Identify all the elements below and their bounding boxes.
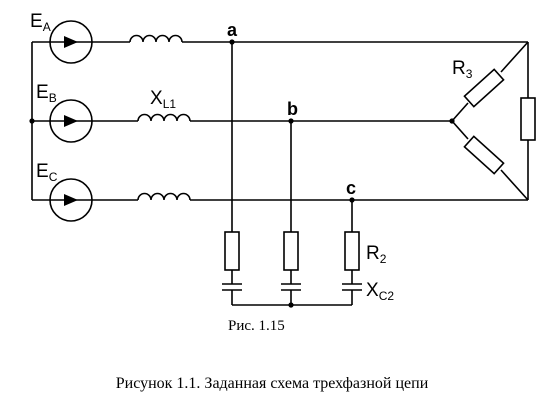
arrow-icon (64, 194, 78, 206)
star-center-dot (449, 118, 455, 124)
source-b-label: EB (36, 82, 57, 105)
arrow-icon (64, 36, 78, 48)
source-c-label: EC (36, 161, 58, 184)
inductor-b (137, 113, 191, 122)
right-load (449, 41, 536, 201)
resistor-upper-diagonal (463, 68, 505, 108)
resistor-right (520, 97, 536, 141)
arrow-icon (64, 115, 78, 127)
source-b (49, 99, 93, 143)
inductor-label: XL1 (150, 88, 176, 111)
source-a-label: EA (30, 11, 51, 34)
figure-number: Рис. 1.15 (228, 318, 285, 334)
source-c (49, 178, 93, 222)
resistor-lower-diagonal (463, 135, 505, 175)
node-b-label: b (287, 99, 298, 119)
inductor-c (137, 192, 191, 201)
node-a-label: a (227, 20, 238, 40)
node-c-label: c (346, 178, 356, 198)
source-a (49, 20, 93, 64)
inductor-a (129, 34, 183, 43)
resistor-star-label: R2 (366, 243, 387, 266)
resistor-delta-label: R3 (452, 58, 473, 81)
neutral-bus (29, 41, 50, 201)
figure-caption: Рисунок 1.1. Заданная схема трехфазной ц… (116, 375, 429, 392)
capacitor-label: XC2 (366, 280, 394, 303)
lower-load (222, 42, 362, 308)
